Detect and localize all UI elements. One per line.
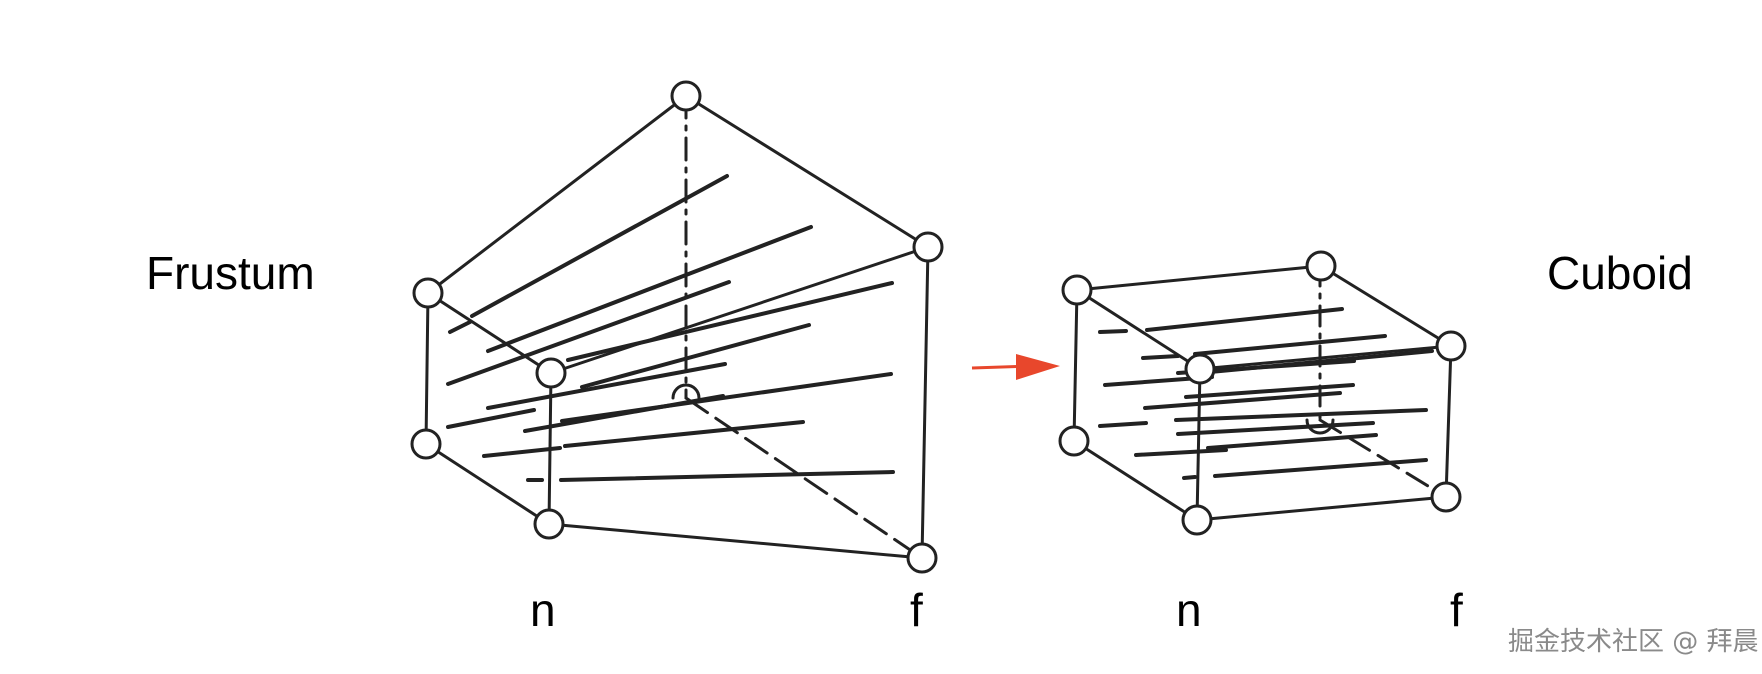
frustum-shape: [410, 80, 944, 574]
cuboid-shape: [1058, 250, 1467, 536]
watermark-text: 掘金技术社区 @ 拜晨: [1508, 627, 1759, 657]
cuboid-far-label: f: [1450, 584, 1463, 636]
cuboid-label: Cuboid: [1547, 247, 1693, 299]
frustum-label: Frustum: [146, 247, 315, 299]
cuboid-near-label: n: [1176, 584, 1202, 636]
frustum-slab-lines: [446, 174, 895, 482]
frustum-hidden-edge-diagonal: [684, 396, 924, 560]
cuboid-slab-lines: [1098, 307, 1434, 480]
frustum-near-label: n: [530, 584, 556, 636]
arrow-right-icon: [971, 354, 1060, 380]
frustum-far-label: f: [910, 584, 923, 636]
cuboid-hidden-edge-diagonal: [1318, 418, 1448, 499]
